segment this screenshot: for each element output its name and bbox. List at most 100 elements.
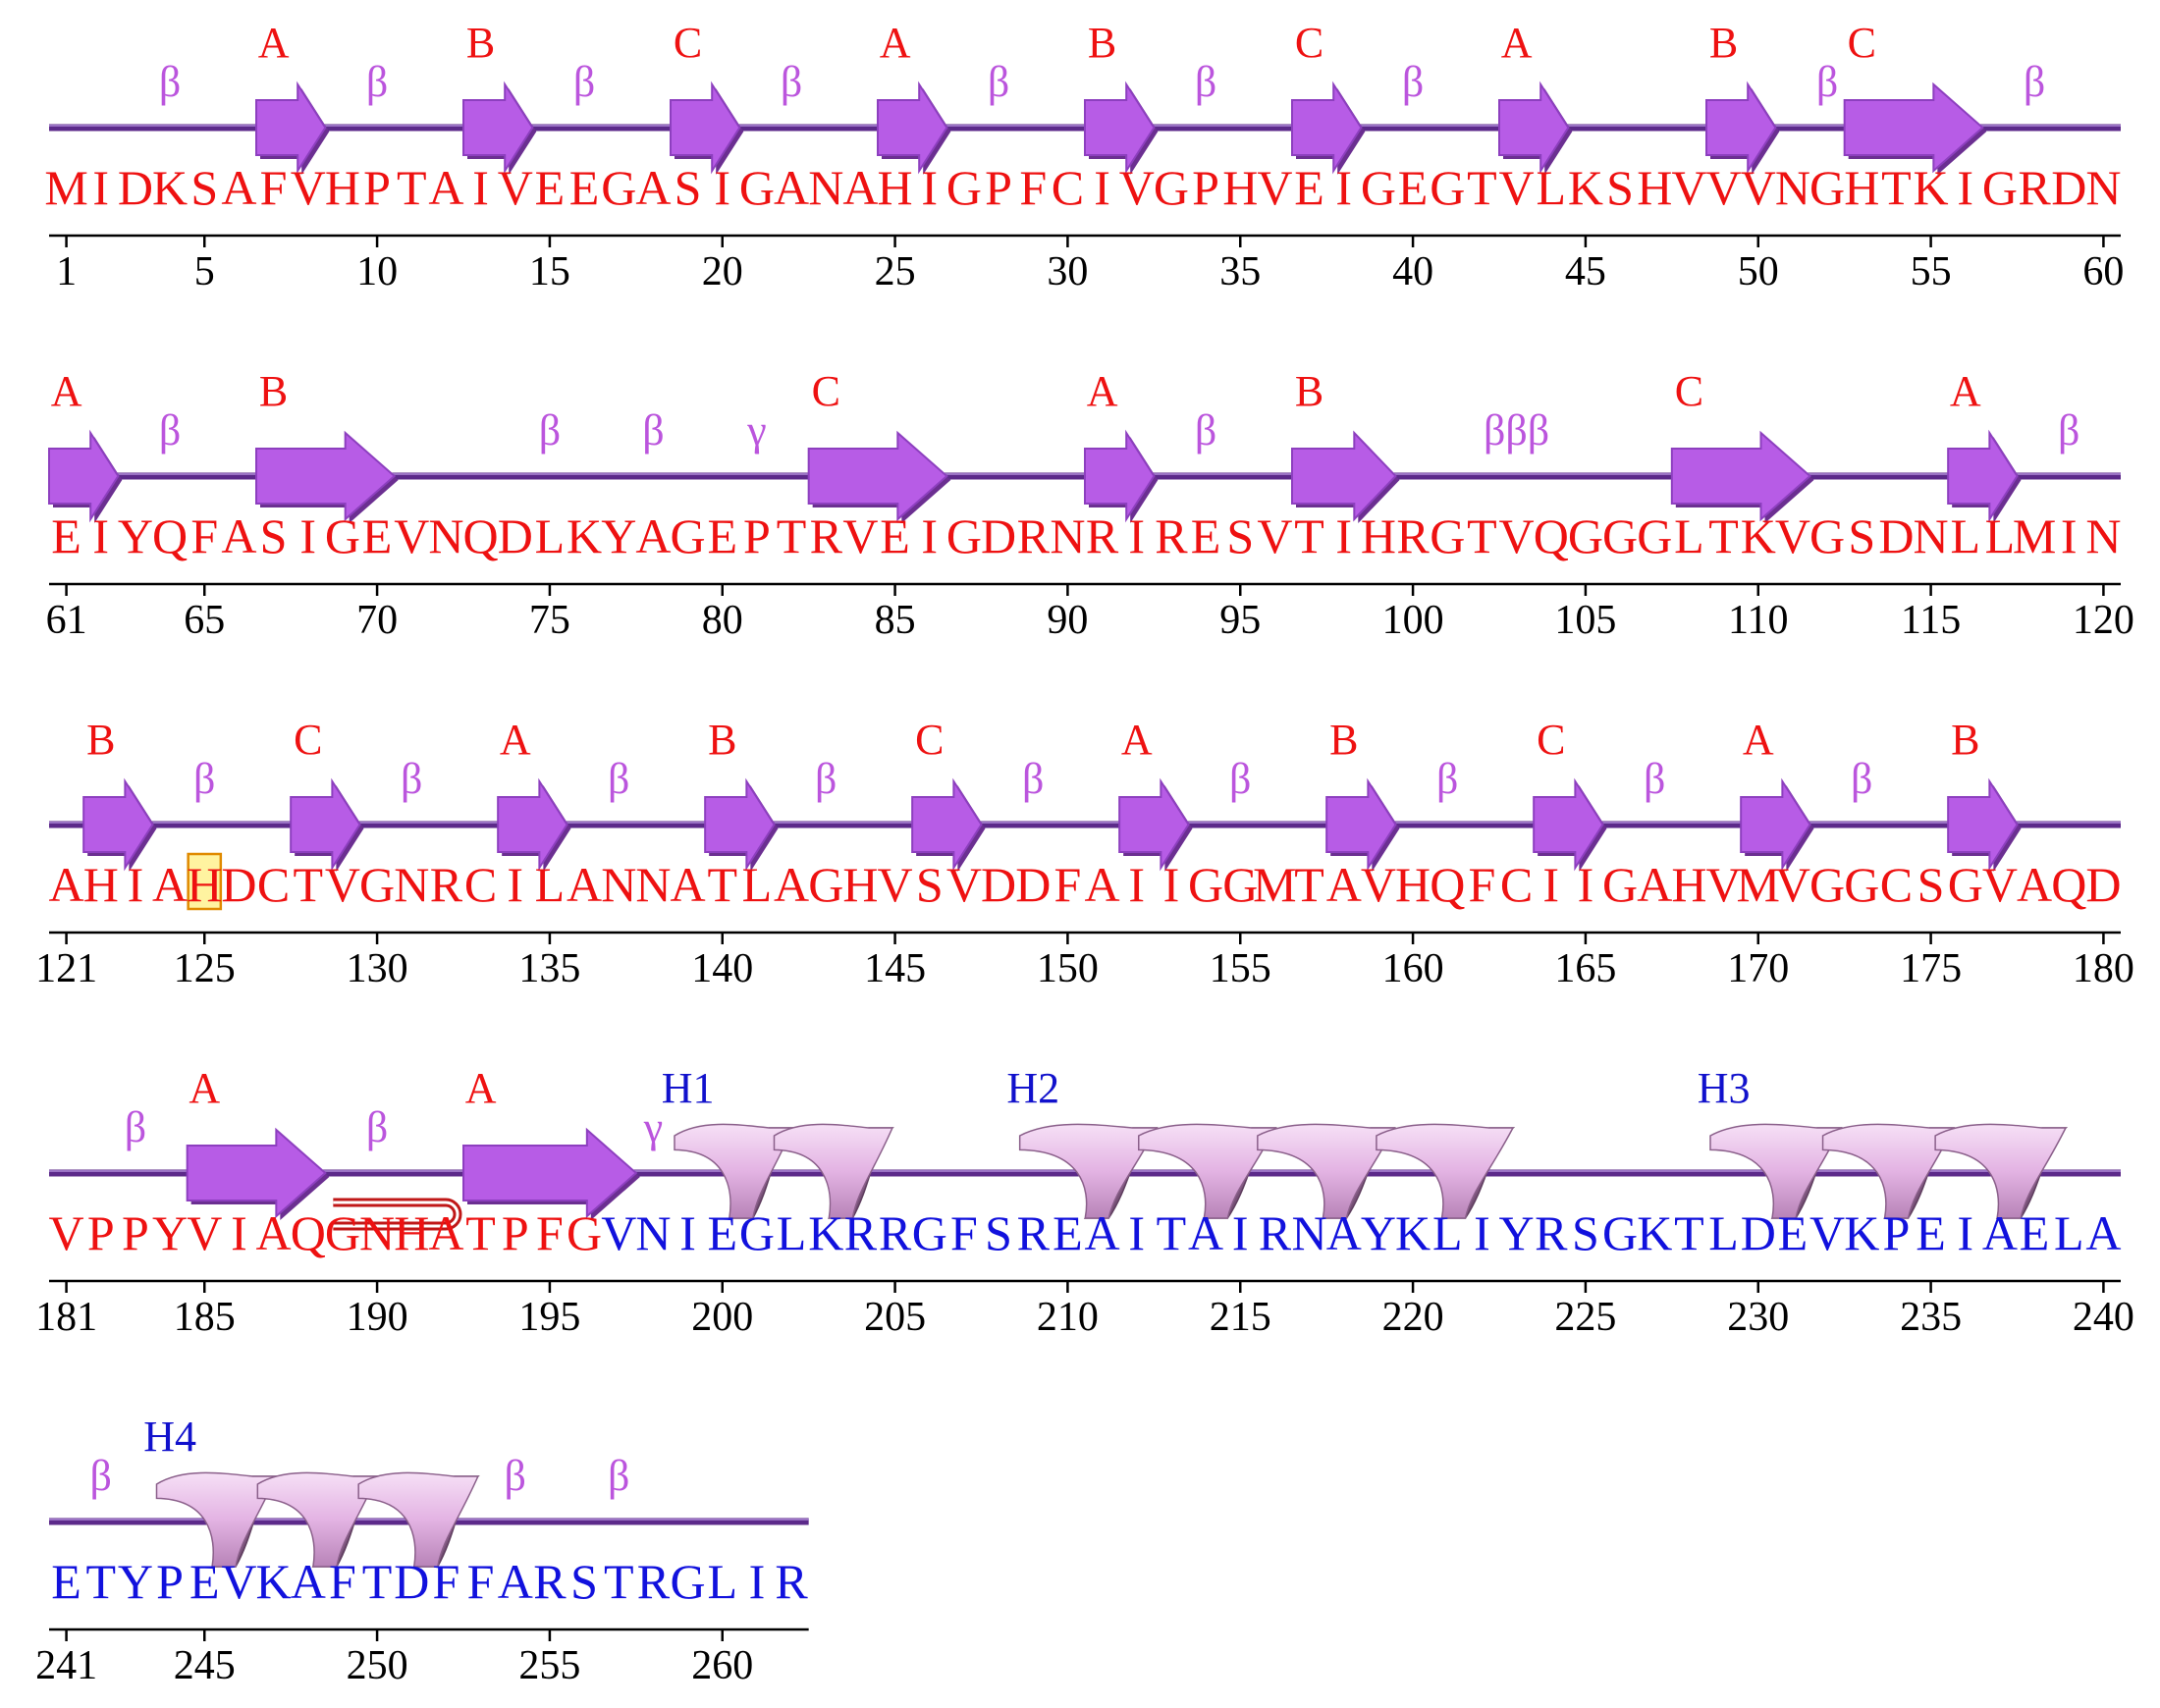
residue-letter: K xyxy=(808,1205,843,1260)
residue-letter: V xyxy=(1257,508,1292,563)
residue-letter: D xyxy=(221,857,256,912)
helix-ribbon xyxy=(1709,1123,2069,1219)
strand-arrow xyxy=(1947,777,2019,872)
residue-letter: P xyxy=(743,508,771,563)
turn-label: β xyxy=(401,755,422,803)
residue-letter: K xyxy=(256,1554,292,1609)
residue-letter: M xyxy=(44,160,87,215)
residue-letter: P xyxy=(156,1554,184,1609)
residue-letter: L xyxy=(777,1205,807,1260)
residue-letter: T xyxy=(1467,508,1497,563)
strand-label: A xyxy=(880,19,911,67)
helix-label: H3 xyxy=(1698,1064,1751,1112)
position-number: 200 xyxy=(691,1295,753,1340)
residue-letter: H xyxy=(1361,508,1396,563)
residue-letter: A xyxy=(152,857,188,912)
residue-letter: N xyxy=(601,857,636,912)
residue-letter: V xyxy=(842,508,878,563)
turn-label: β xyxy=(2058,406,2079,454)
residue-letter: P xyxy=(363,160,391,215)
residue-letter: C xyxy=(257,857,290,912)
residue-letter: G xyxy=(1809,857,1845,912)
residue-letter: K xyxy=(1637,1205,1672,1260)
residue-letter: T xyxy=(777,508,807,563)
strand-label: A xyxy=(1950,367,1981,415)
position-number: 30 xyxy=(1047,249,1088,294)
position-number: 190 xyxy=(347,1295,408,1340)
residue-letter: P xyxy=(87,1205,115,1260)
residue-letter: G xyxy=(1982,160,2018,215)
position-number: 55 xyxy=(1911,249,1952,294)
residue-letter: H xyxy=(1395,857,1431,912)
residue-letter: F xyxy=(433,1554,460,1609)
residue-letter: A xyxy=(428,1205,463,1260)
residue-letter: A xyxy=(2017,857,2052,912)
residue-letter: T xyxy=(604,1554,634,1609)
position-number: 121 xyxy=(35,946,97,991)
turn-label: β xyxy=(125,1103,146,1151)
residue-letter: I xyxy=(2061,508,2078,563)
strand-arrow xyxy=(82,777,154,872)
residue-letter: C xyxy=(1500,857,1533,912)
helix-turn-front xyxy=(1257,1123,1396,1219)
residue-letter: E xyxy=(1191,508,1221,563)
residue-letter: F xyxy=(260,160,288,215)
strand-arrow xyxy=(704,777,776,872)
helix-ribbon xyxy=(1018,1123,1516,1219)
position-number: 140 xyxy=(691,946,753,991)
residue-letter: G xyxy=(1637,508,1672,563)
strand-label: A xyxy=(258,19,290,67)
residue-letter: G xyxy=(1188,857,1223,912)
position-number: 95 xyxy=(1219,598,1261,643)
residue-letter: R xyxy=(1535,1205,1568,1260)
residue-letter: N xyxy=(1292,1205,1327,1260)
beta-hairpin-core xyxy=(333,1201,459,1228)
residue-letter: L xyxy=(1708,1205,1739,1260)
helix-label: H1 xyxy=(662,1064,715,1112)
residue-letter: G xyxy=(325,508,360,563)
residue-letter: R xyxy=(810,508,843,563)
residue-letter: K xyxy=(567,508,602,563)
residue-letter: A xyxy=(498,1554,533,1609)
residue-letter: E xyxy=(362,508,393,563)
residue-letter: V xyxy=(601,1205,636,1260)
residue-letter: S xyxy=(1917,857,1945,912)
position-number: 60 xyxy=(2082,249,2124,294)
residue-letter: G xyxy=(601,160,636,215)
residue-letter: T xyxy=(85,1554,116,1609)
residue-letter: N xyxy=(1914,508,1949,563)
position-number: 250 xyxy=(347,1643,408,1688)
turn-label: β xyxy=(90,1452,112,1500)
residue-letter: I xyxy=(299,508,316,563)
residue-letter: A xyxy=(256,1205,292,1260)
residue-letter: I xyxy=(1128,1205,1145,1260)
position-number: 85 xyxy=(875,598,916,643)
residue-letter: T xyxy=(1467,160,1497,215)
residue-letter: V xyxy=(1499,508,1535,563)
residue-letter: H xyxy=(1222,160,1258,215)
residue-letter: D xyxy=(394,1554,429,1609)
strand-arrow xyxy=(462,80,534,175)
residue-letter: D xyxy=(498,508,533,563)
residue-letter: T xyxy=(465,1205,496,1260)
position-number: 40 xyxy=(1392,249,1433,294)
residue-letter: F xyxy=(467,1554,495,1609)
residue-letter: L xyxy=(535,508,566,563)
residue-letter: Q xyxy=(291,1205,326,1260)
residue-letter: C xyxy=(1052,160,1084,215)
residue-letter: G xyxy=(567,1205,602,1260)
residue-letter: A xyxy=(1326,857,1362,912)
residue-letter: N xyxy=(1050,508,1085,563)
residue-letter: Y xyxy=(152,1205,188,1260)
strand-label: C xyxy=(294,716,322,764)
residue-letter: L xyxy=(1536,160,1566,215)
helix-turn-front xyxy=(773,1123,894,1219)
residue-letter: E xyxy=(1916,1205,1946,1260)
position-number: 65 xyxy=(184,598,225,643)
strand-label: A xyxy=(189,1064,220,1112)
residue-letter: A xyxy=(49,857,84,912)
position-number: 135 xyxy=(518,946,580,991)
residue-letter: G xyxy=(1809,160,1845,215)
